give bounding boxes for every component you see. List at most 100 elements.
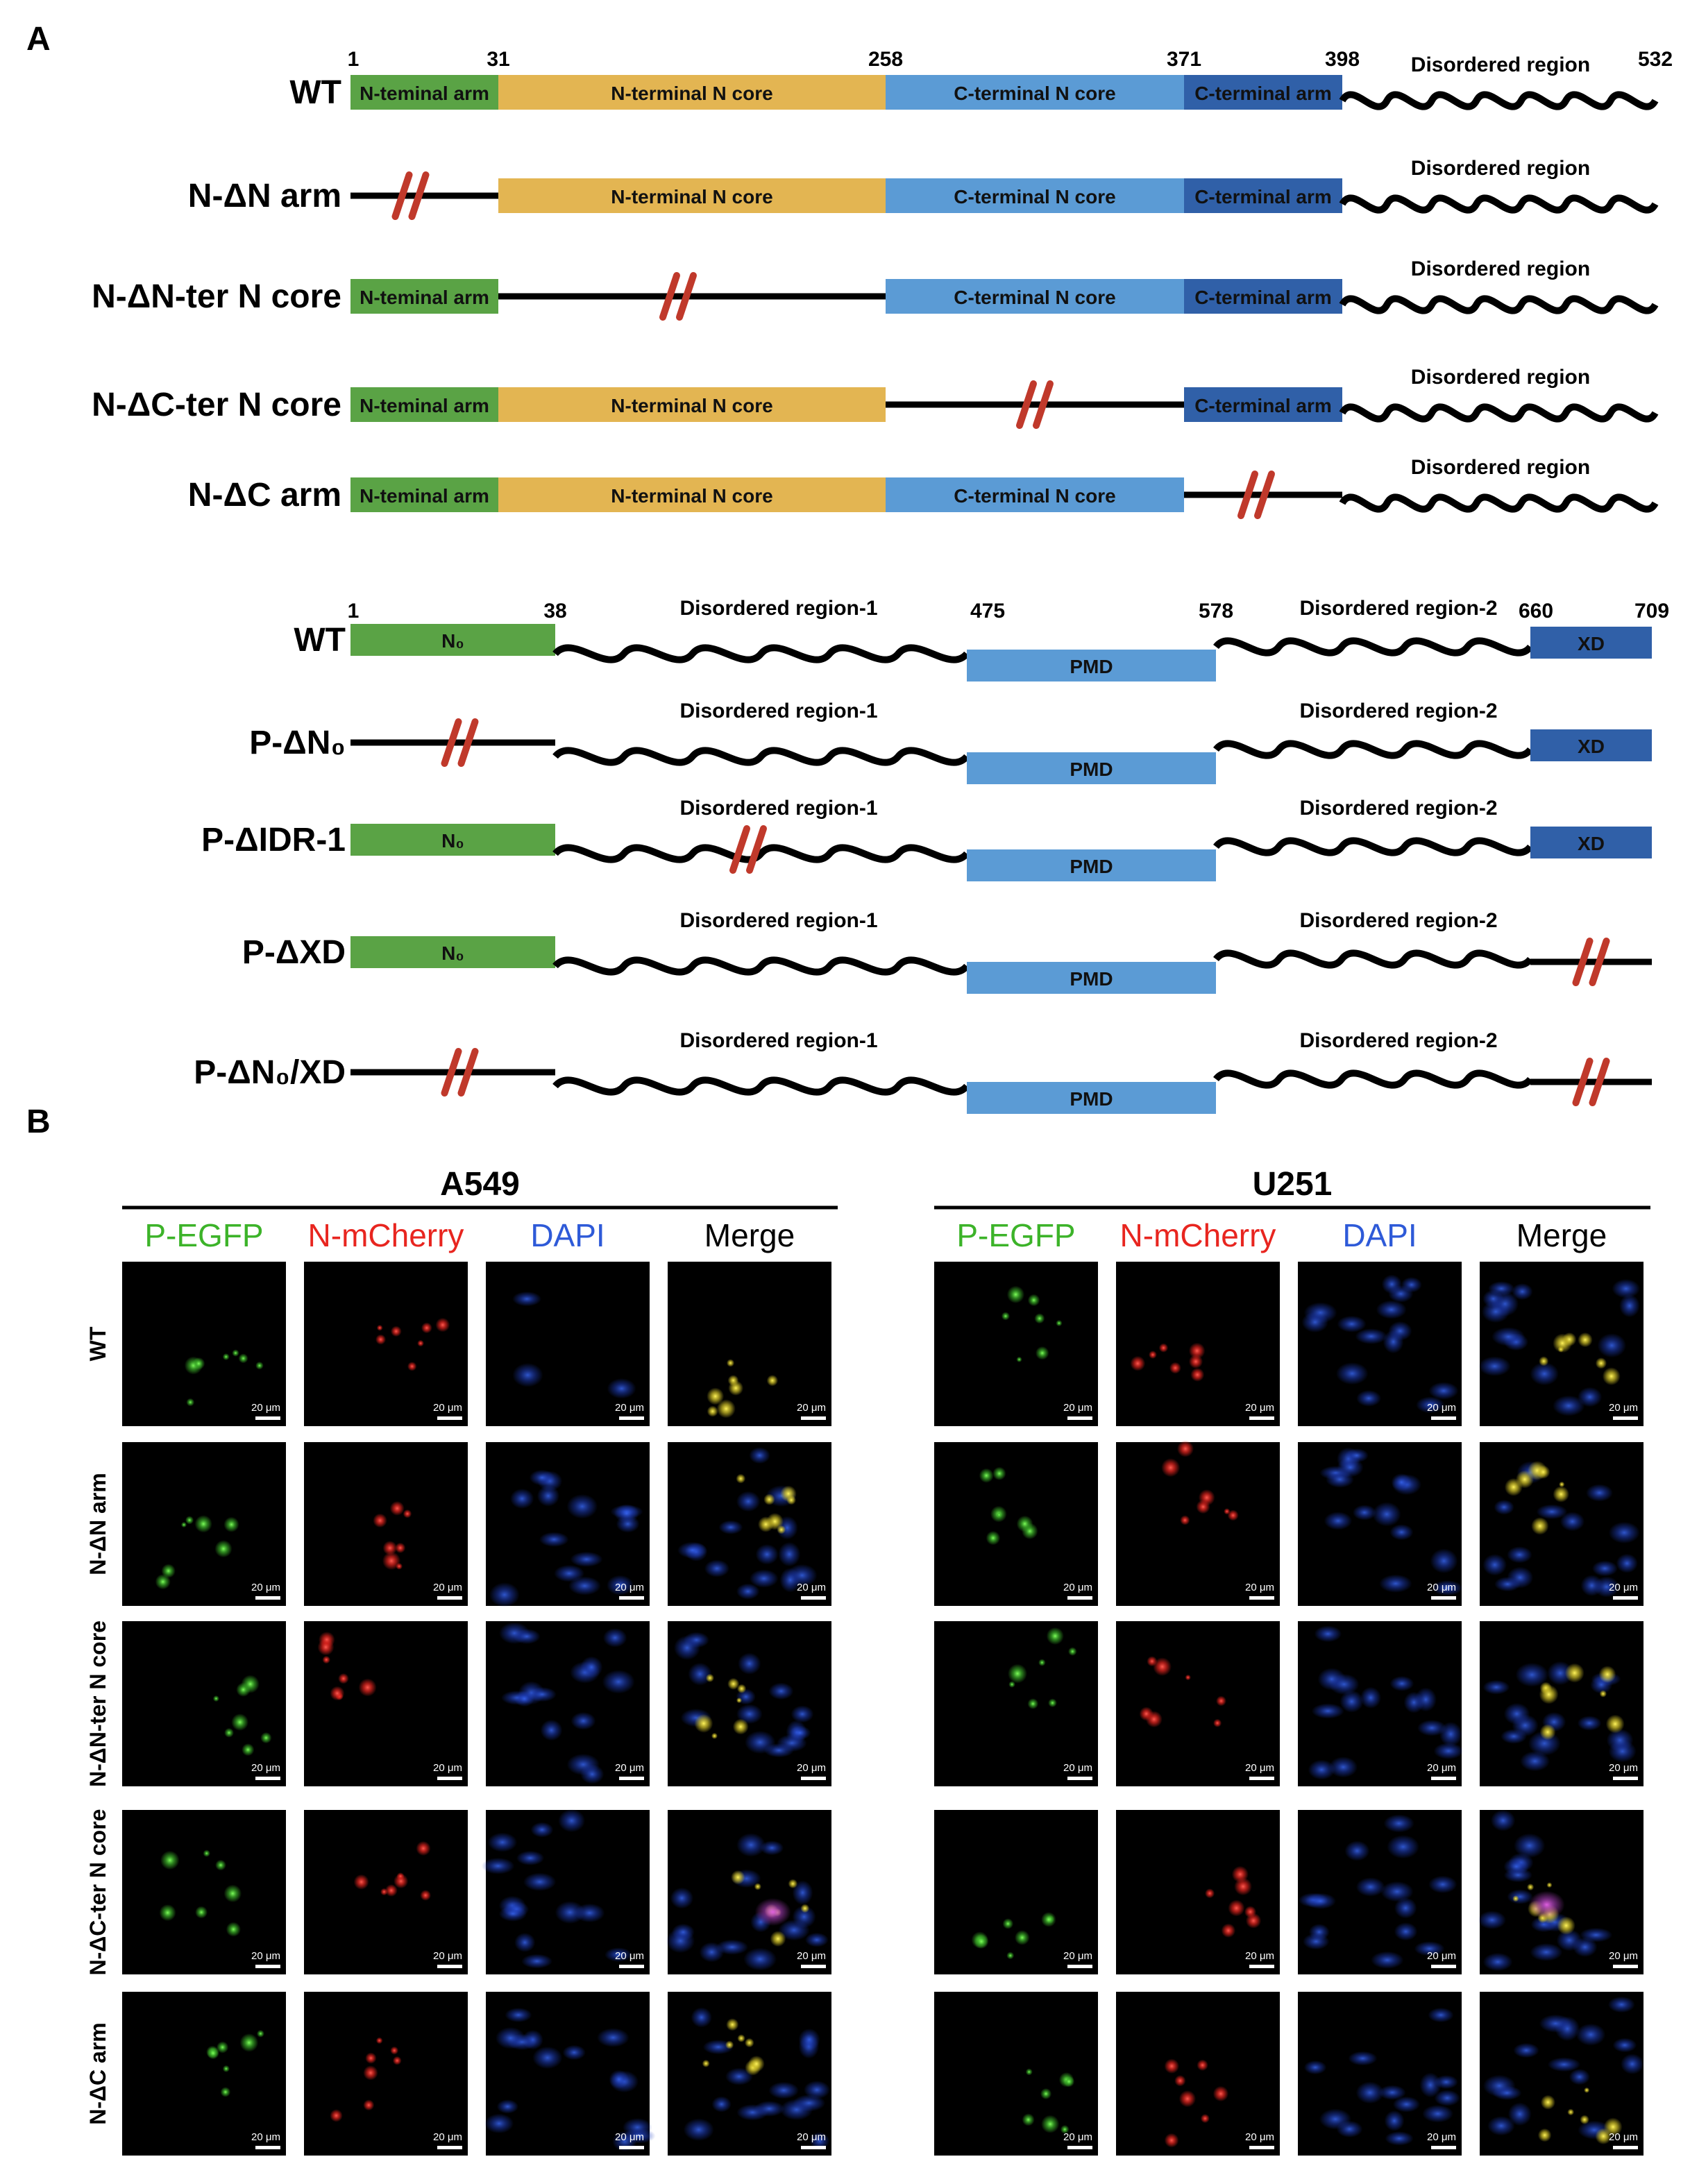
nucleus-blob [1391, 1473, 1412, 1491]
nucleus-blob [1606, 1729, 1634, 1752]
fluorescence-spot [1221, 1923, 1236, 1938]
nucleus-blob [1392, 2096, 1420, 2113]
fluorescence-spot [1016, 1356, 1022, 1363]
fluorescence-spot [358, 1678, 377, 1697]
fluorescence-spot [1038, 1659, 1046, 1666]
nucleus-blob [1372, 1502, 1401, 1527]
micrograph-panel: 20 μm [304, 1992, 468, 2156]
disordered-region-2-wave [1213, 637, 1533, 657]
n-terminal-n-core-box [498, 178, 886, 213]
nucleus-blob [1490, 1809, 1516, 1831]
nucleus-blob [1428, 1382, 1459, 1400]
fluorescence-spot [226, 1922, 241, 1937]
xd-domain-label: XD [1578, 736, 1605, 757]
scale-bar [1067, 2146, 1092, 2149]
nucleus-blob [555, 1901, 585, 1924]
nucleus-blob [568, 1576, 601, 1595]
fluorescence-spot [1512, 1895, 1519, 1902]
nucleus-blob [1512, 1283, 1533, 1301]
scale-bar [801, 1596, 826, 1600]
nucleus-blob [489, 1582, 520, 1607]
nucleus-blob [1428, 1875, 1457, 1894]
fluorescence-spot [992, 1466, 1006, 1480]
construct-name: N-ΔN-ter N core [92, 278, 341, 315]
nucleus-blob [1619, 1294, 1640, 1318]
fluorescence-spot [1504, 1478, 1523, 1496]
c-terminal-n-core-box [886, 75, 1184, 110]
nucleus-blob [597, 2028, 629, 2047]
deletion-mark [441, 718, 462, 767]
nucleus-blob [1621, 2054, 1644, 2074]
fluorescence-spot [974, 1933, 989, 1949]
nucleus-blob [1355, 1877, 1385, 1897]
disordered-region-2-label: Disordered region-2 [1299, 797, 1497, 820]
nucleus-blob [1575, 2023, 1606, 2046]
scale-bar [255, 1416, 280, 1420]
nucleus-blob [512, 1363, 543, 1387]
nucleus-blob [738, 1652, 761, 1675]
disordered-region-1-label: Disordered region-1 [679, 700, 877, 722]
fluorescence-spot [754, 1883, 761, 1890]
disordered-region-wave [1339, 194, 1659, 214]
fluorescence-spot [731, 1870, 745, 1885]
fluorescence-spot [1174, 2075, 1186, 2087]
nucleus-blob [1376, 1300, 1407, 1319]
fluorescence-spot [363, 2099, 375, 2111]
nucleus-blob [607, 1378, 636, 1399]
fluorescence-spot [322, 1655, 330, 1664]
fluorescence-spot [979, 1468, 994, 1483]
channel-header: Merge [704, 1217, 795, 1253]
micrograph-panel: 20 μm [934, 1442, 1098, 1606]
nucleus-blob [495, 2026, 525, 2049]
scale-bar-label: 20 μm [1609, 1582, 1638, 1593]
nucleus-blob [516, 1850, 545, 1865]
scale-bar [619, 1777, 644, 1780]
nucleus-blob [521, 1954, 552, 1969]
fluorescence-spot [396, 1872, 405, 1881]
nucleus-blob [736, 1491, 761, 1512]
fluorescence-spot [238, 1353, 248, 1364]
nucleus-blob [1569, 2069, 1590, 2085]
fluorescence-spot [1056, 1319, 1063, 1327]
fluorescence-spot [1161, 1458, 1181, 1478]
micrograph-panel: 20 μm [1478, 1809, 1643, 1974]
scale-bar-label: 20 μm [433, 2131, 462, 2143]
disordered-region-2-wave [1213, 740, 1533, 759]
deletion-mark [729, 825, 750, 874]
nucleus-blob [1556, 1929, 1582, 1952]
nucleus-blob [749, 1447, 770, 1464]
fluorescence-spot [786, 1495, 797, 1505]
nucleus-blob [1417, 1720, 1446, 1736]
n-terminal-n-core-label: N-terminal N core [611, 485, 772, 507]
micrograph-background [934, 1810, 1098, 1974]
micrograph-panel: 20 μm [484, 1992, 656, 2156]
nucleus-blob [1434, 2090, 1460, 2106]
nucleus-blob [1324, 1512, 1353, 1530]
nucleus-blob [778, 1919, 810, 1941]
micrograph-panel: 20 μm [1298, 1442, 1463, 1606]
nucleus-blob [725, 2067, 753, 2085]
fluorescence-spot [416, 1840, 431, 1856]
scale-bar-label: 20 μm [1063, 1762, 1092, 1774]
n0-domain-label: N₀ [441, 942, 464, 964]
fluorescence-spot [1539, 1684, 1559, 1704]
micrograph-background [122, 1621, 286, 1786]
scale-bar [801, 2146, 826, 2149]
scale-bar [1613, 2146, 1638, 2149]
disordered-region-1-label: Disordered region-1 [679, 1029, 877, 1052]
micrograph-panel: 20 μm [934, 1810, 1098, 1974]
disordered-region-2-label: Disordered region-2 [1299, 700, 1497, 722]
n-terminal-arm-label: N-teminal arm [360, 395, 489, 416]
scale-bar-label: 20 μm [251, 1402, 280, 1414]
micrograph-panel: 20 μm [486, 1262, 650, 1426]
disordered-region-label: Disordered region [1411, 53, 1590, 76]
fluorescence-spot [1022, 2113, 1035, 2126]
nucleus-blob [798, 2028, 820, 2051]
row-label: N-ΔC arm [85, 2022, 110, 2124]
deletion-mark [1016, 380, 1037, 429]
nucleus-blob [1547, 2057, 1581, 2072]
scale-bar-label: 20 μm [1063, 1950, 1092, 1962]
disordered-region-label: Disordered region [1411, 257, 1590, 280]
fluorescence-spot [766, 1375, 779, 1387]
